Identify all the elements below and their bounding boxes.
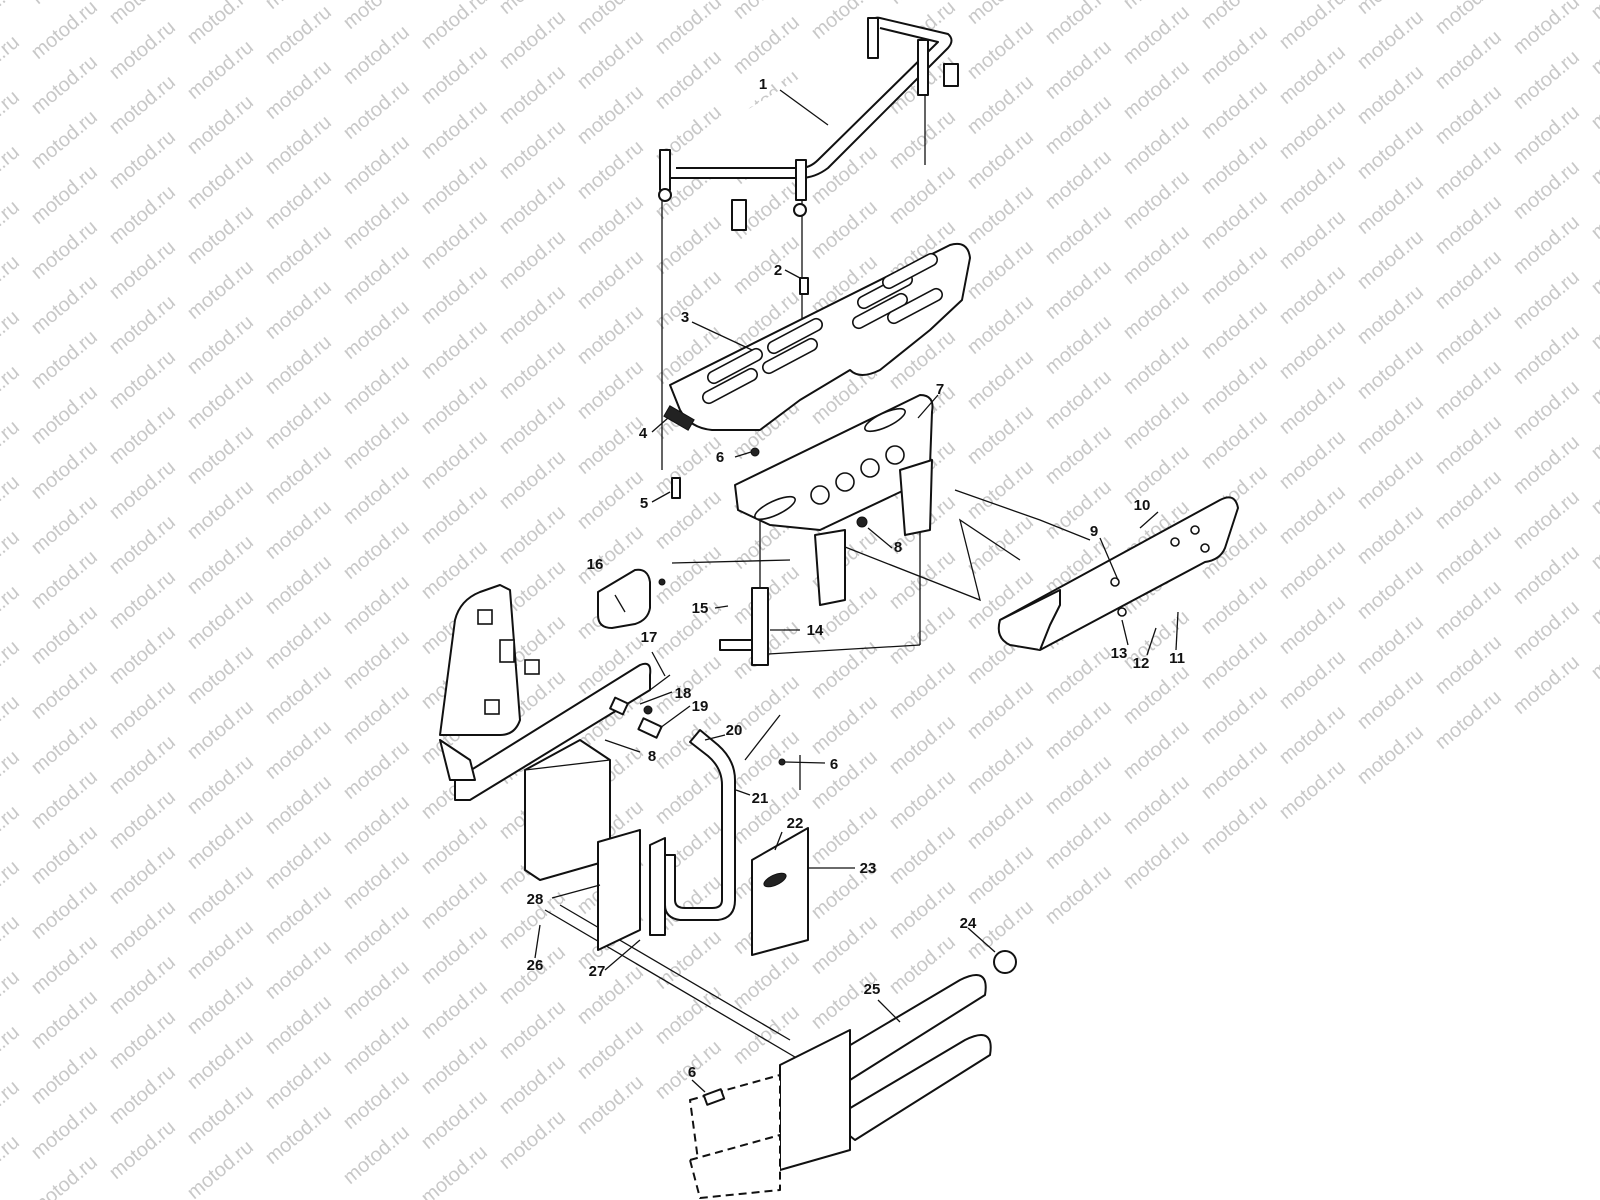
callout-17: 17 [641, 629, 658, 646]
callout-20: 20 [726, 722, 743, 739]
watermark-text: motod.ru [0, 801, 24, 869]
frame-assembly [439, 584, 652, 881]
watermark-text: motod.ru [0, 1021, 24, 1089]
watermark-text: motod.ru [0, 691, 24, 759]
watermark-text: motod.ru [0, 196, 24, 264]
watermark-text: motod.ru [0, 141, 24, 209]
callout-7: 7 [936, 381, 944, 398]
front-bumper [689, 950, 1017, 1199]
callout-1: 1 [759, 76, 767, 93]
watermark-text: motod.ru [0, 416, 24, 484]
callout-12: 12 [1133, 655, 1150, 672]
callout-18: 18 [675, 685, 692, 702]
callout-24: 24 [960, 915, 977, 932]
callout-11: 11 [1169, 650, 1185, 667]
watermark-text: motod.ru [0, 526, 24, 594]
watermark-text: motod.ru [0, 856, 24, 924]
watermark-text: motod.ru [0, 911, 24, 979]
leader-lines [534, 89, 1179, 1093]
callout-labels: 1 2 3 4 5 6 7 8 9 10 11 12 13 14 15 16 1… [527, 76, 1185, 1081]
watermark-text: motod.ru [0, 361, 24, 429]
callout-26: 26 [527, 957, 544, 974]
callout-3: 3 [681, 309, 689, 326]
rack-bar [658, 16, 959, 231]
callout-6-lower: 6 [688, 1064, 696, 1081]
callout-5: 5 [640, 495, 648, 512]
callout-25: 25 [864, 981, 881, 998]
callout-8-lower: 8 [648, 748, 656, 765]
watermark-text: motod.ru [0, 471, 24, 539]
watermark-text: motod.ru [27, 0, 102, 64]
watermark-text: motod.ru [0, 966, 24, 1034]
support-bracket [719, 587, 769, 666]
watermark-text: motod.ru [0, 636, 24, 704]
callout-2: 2 [774, 262, 782, 279]
skid-plate [597, 829, 641, 951]
callout-19: 19 [692, 698, 709, 715]
callout-15: 15 [692, 600, 709, 617]
callout-9: 9 [1090, 523, 1098, 540]
watermark-text: motod.ru [0, 1131, 24, 1199]
watermark-text: motod.ru [0, 306, 24, 374]
watermark-text: motod.ru [0, 746, 24, 814]
rack-plate [669, 242, 971, 431]
rear-bumper [997, 496, 1239, 651]
callout-10: 10 [1134, 497, 1151, 514]
callout-6-middle: 6 [830, 756, 838, 773]
callout-13: 13 [1111, 645, 1128, 662]
watermark-text: motod.ru [0, 31, 24, 99]
hardware-small [643, 277, 868, 766]
watermark-text: motod.ru [0, 86, 24, 154]
tail-light [597, 568, 651, 629]
watermark-text: motod.ru [1587, 0, 1600, 24]
callout-4: 4 [639, 425, 648, 442]
watermark-text: motod.ru [0, 251, 24, 319]
rack-bracket [734, 394, 934, 606]
callout-14: 14 [807, 622, 824, 639]
callout-16: 16 [587, 556, 604, 573]
callout-8-upper: 8 [894, 539, 902, 556]
callout-27: 27 [589, 963, 606, 980]
callout-22: 22 [787, 815, 804, 832]
callout-6-upper: 6 [716, 449, 724, 466]
callout-28: 28 [527, 891, 544, 908]
watermark-text: motod.ru [0, 581, 24, 649]
mud-flap [751, 827, 809, 956]
callout-21: 21 [752, 790, 769, 807]
front-bumper-tube [649, 729, 736, 936]
watermark-text: motod.ru [0, 1076, 24, 1144]
callout-23: 23 [860, 860, 877, 877]
clamp-parts [609, 674, 671, 739]
